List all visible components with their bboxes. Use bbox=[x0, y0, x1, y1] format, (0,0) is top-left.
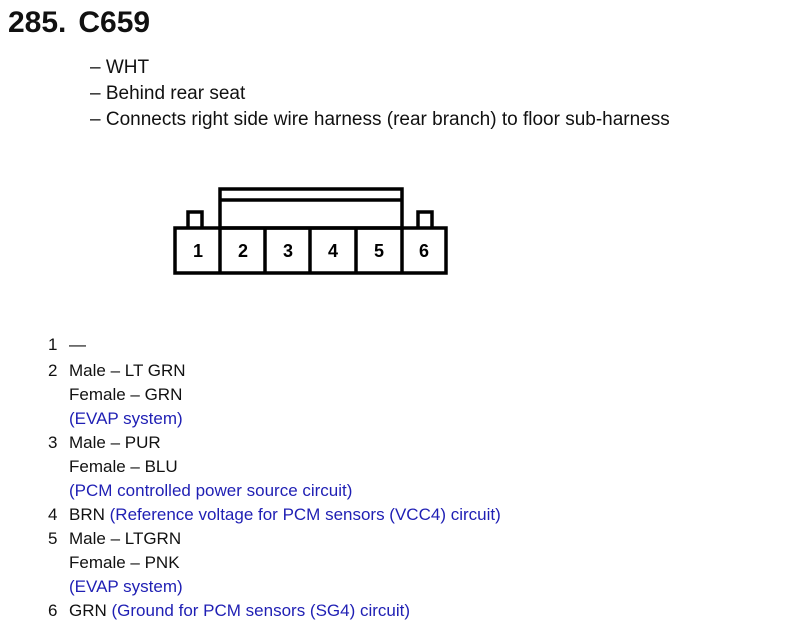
pin-male-color: Male – PUR bbox=[69, 433, 161, 452]
pin-number: 5 bbox=[48, 529, 58, 548]
pin-number: 6 bbox=[48, 601, 58, 620]
cavity-label-4: 4 bbox=[328, 241, 338, 261]
pin-entry-4: 4 BRN (Reference voltage for PCM sensors… bbox=[48, 503, 501, 527]
pin-circuit-description: (Reference voltage for PCM sensors (VCC4… bbox=[109, 505, 501, 524]
cavity-label-5: 5 bbox=[374, 241, 384, 261]
cavity-label-6: 6 bbox=[419, 241, 429, 261]
page-title: 285. C659 bbox=[8, 6, 150, 40]
cavity-label-1: 1 bbox=[193, 241, 203, 261]
pin-circuit-description: (Ground for PCM sensors (SG4) circuit) bbox=[111, 601, 411, 620]
section-number: 285. bbox=[8, 6, 67, 39]
pin-entry-3: 3 Male – PUR Female – BLU (PCM controlle… bbox=[48, 431, 501, 503]
pin-entry-2: 2 Male – LT GRN Female – GRN (EVAP syste… bbox=[48, 359, 501, 431]
pin-number: 4 bbox=[48, 505, 58, 524]
pin-female-color: Female – PNK bbox=[69, 553, 180, 572]
pin-entry-5: 5 Male – LTGRN Female – PNK (EVAP system… bbox=[48, 527, 501, 599]
pin-wire-color: GRN bbox=[69, 601, 107, 620]
pin-number: 2 bbox=[48, 361, 58, 380]
pin-entry-1: 1 — bbox=[48, 333, 501, 357]
connector-details: – WHT – Behind rear seat – Connects righ… bbox=[90, 55, 670, 133]
cavity-label-3: 3 bbox=[283, 241, 293, 261]
lock-bar-shape bbox=[218, 187, 404, 230]
detail-color: – WHT bbox=[90, 57, 150, 78]
pin-number: 1 bbox=[48, 335, 58, 354]
pin-number: 3 bbox=[48, 433, 58, 452]
pin-list: 1 — 2 Male – LT GRN Female – GRN (EVAP s… bbox=[48, 333, 501, 623]
pin-entry-6: 6 GRN (Ground for PCM sensors (SG4) circ… bbox=[48, 599, 501, 623]
connector-diagram: 1 2 3 4 5 6 bbox=[166, 182, 456, 283]
detail-location: – Behind rear seat bbox=[90, 83, 246, 104]
right-latch-shape bbox=[416, 210, 434, 228]
left-latch-shape bbox=[186, 210, 204, 228]
pin-wire-color: BRN bbox=[69, 505, 105, 524]
pin-male-color: Male – LTGRN bbox=[69, 529, 182, 548]
pin-circuit-description: (EVAP system) bbox=[69, 409, 183, 428]
pin-circuit-description: (PCM controlled power source circuit) bbox=[69, 481, 353, 500]
connector-face-drawing: 1 2 3 4 5 6 bbox=[173, 187, 448, 275]
detail-connects: – Connects right side wire harness (rear… bbox=[90, 109, 670, 130]
connector-id: C659 bbox=[78, 6, 151, 39]
cavity-label-2: 2 bbox=[238, 241, 248, 261]
pin-circuit-description: (EVAP system) bbox=[69, 577, 183, 596]
pin-female-color: Female – GRN bbox=[69, 385, 183, 404]
pin-male-color: Male – LT GRN bbox=[69, 361, 186, 380]
pin-female-color: Female – BLU bbox=[69, 457, 178, 476]
pin-wire-color: — bbox=[69, 335, 86, 354]
